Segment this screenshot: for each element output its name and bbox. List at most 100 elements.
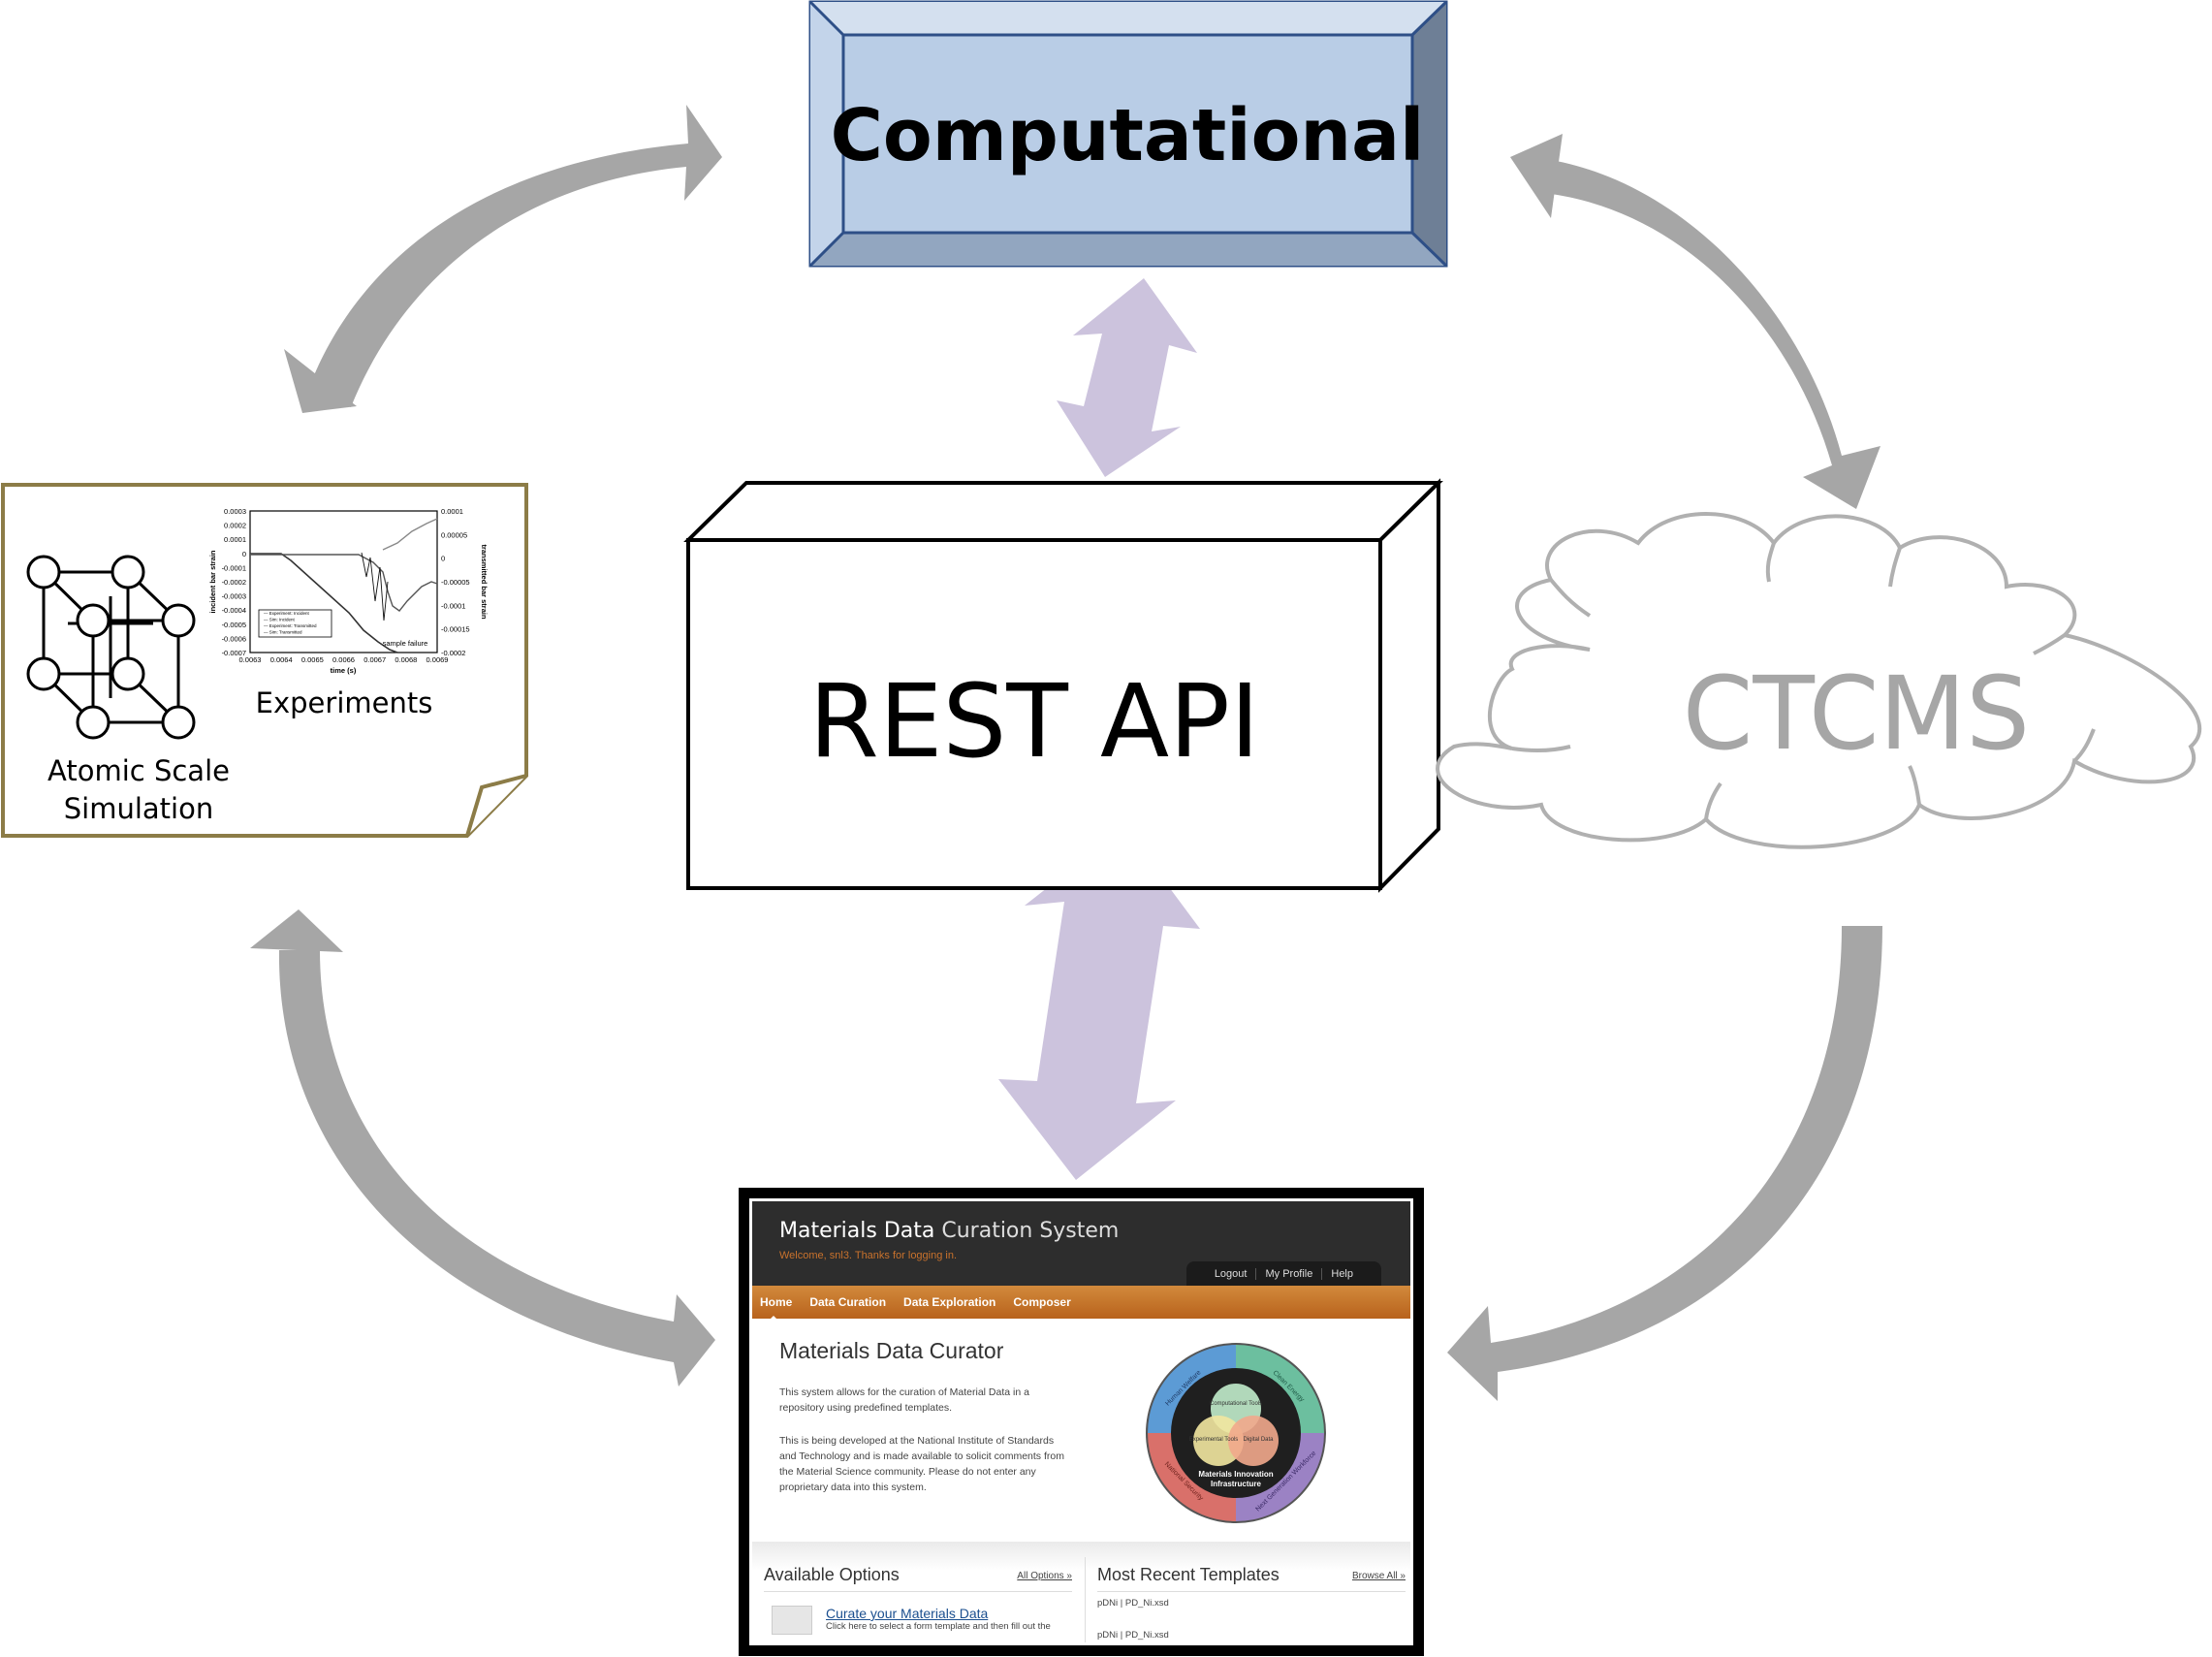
nav-data-exploration[interactable]: Data Exploration [903,1295,996,1309]
plot-x-tick: 0.0065 [301,655,324,664]
curate-icon [772,1606,812,1635]
plot-x-tick: 0.0067 [363,655,386,664]
plot-left-tick: -0.0005 [222,621,246,629]
templates-column: Most Recent Templates Browse All » pDNi … [1097,1565,1406,1641]
arrow-bottomleft [278,950,715,1386]
mdcs-page: Materials Data Curation System Welcome, … [749,1198,1413,1645]
bottom-section: Available Options All Options » Curate y… [752,1542,1410,1642]
arrow-topleft-head2 [284,349,357,413]
wheel-inner-0: Computational Tools [1210,1401,1262,1407]
browse-all-link[interactable]: Browse All » [1351,1571,1406,1581]
plot-right-tick: -0.00005 [441,578,470,587]
template-item-2[interactable]: pDNi | PD_Ni.xsd [1097,1630,1169,1641]
plot-legend-entry: — Sim: Incident [264,618,296,622]
plot-right-tick: -0.0002 [441,649,465,657]
plot-right-tick: -0.0001 [441,601,465,610]
arrow-topright [1551,160,1880,509]
plot-x-tick: 0.0068 [395,655,417,664]
plot-left-tick: -0.0007 [222,649,246,657]
atomic-label-2: Simulation [64,792,213,825]
plot-annotation: sample failure [383,639,428,648]
plot-legend-entry: — Sim: Transmitted [264,630,302,635]
experiments-label: Experiments [256,686,433,719]
nav-composer[interactable]: Composer [1013,1295,1071,1309]
nav-home[interactable]: Home [760,1295,793,1320]
plot-curve-noise [361,552,389,621]
plot-left-tick: -0.0004 [222,606,246,615]
arrow-bottomright [1447,926,1882,1401]
mdcs-title-bold: Materials Data [779,1219,935,1243]
lattice-icon [26,555,196,740]
mdcs-title: Materials Data Curation System [779,1219,1119,1243]
atomic-label-1: Atomic Scale [47,754,230,787]
curate-link[interactable]: Curate your Materials Data [826,1606,989,1621]
wheel-inner-2: Digital Data [1243,1437,1274,1443]
lilac-arrows [998,278,1200,1180]
strain-plot: 0.0003 0.0002 0.0001 0 -0.0001 -0.0002 -0.0003… [208,507,489,675]
plot-xlabel: time (s) [331,666,357,675]
plot-legend-entry: — Experiment: Incident [264,611,310,616]
plot-right-tick: -0.00015 [441,625,470,634]
templates-title: Most Recent Templates [1097,1565,1280,1584]
main-content: Materials Data Curator This system allow… [752,1319,1410,1542]
plot-right-tick: 0.00005 [441,530,467,539]
wheel-center-1: Materials Innovation [1198,1470,1273,1479]
plot-left-tick: -0.0006 [222,634,246,643]
template-item-1[interactable]: pDNi | PD_Ni.xsd [1097,1598,1169,1609]
plot-x-tick: 0.0064 [270,655,293,664]
grey-cycle-arrows [250,105,1882,1401]
plot-left-tick: -0.0002 [222,578,246,587]
all-options-link[interactable]: All Options » [1017,1571,1072,1581]
plot-ylabel-left: incident bar strain [208,550,217,613]
intro-para-1: This system allows for the curation of M… [779,1386,1029,1414]
wheel-center-2: Infrastructure [1211,1480,1262,1488]
arrow-rest-shot [998,827,1200,1180]
plot-left-tick: -0.0003 [222,592,246,601]
plot-ylabel-right: transmitted bar strain [480,544,489,620]
nav-data-curation[interactable]: Data Curation [809,1295,887,1309]
page-heading: Materials Data Curator [779,1338,1004,1363]
rest-api-label: REST API [808,662,1259,781]
plot-x-tick: 0.0069 [427,655,449,664]
computational-box: Computational [808,0,1448,268]
mdcs-header: Materials Data Curation System Welcome, … [752,1201,1410,1286]
intro-para-2: This is being developed at the National … [779,1435,1064,1493]
plot-x-tick: 0.0063 [239,655,262,664]
mdcs-screenshot: Materials Data Curation System Welcome, … [739,1188,1424,1656]
rest-api-box: REST API [683,478,1443,893]
mii-wheel: Computational Tools Experimental Tools D… [1146,1343,1326,1523]
computational-label: Computational [831,94,1425,177]
plot-left-tick: -0.0001 [222,563,246,572]
arrow-topleft [308,105,722,407]
plot-left-tick: 0.0001 [224,535,246,544]
options-column: Available Options All Options » Curate y… [764,1565,1072,1635]
plot-curve-transmitted [250,554,438,612]
options-title: Available Options [764,1565,900,1584]
plot-legend-entry: — Experiment: Transmitted [264,623,317,628]
ctcms-label: CTCMS [1683,654,2030,773]
experiments-document: Atomic Scale Simulation Experiments 0.00… [1,483,528,838]
help-link[interactable]: Help [1331,1267,1353,1280]
my-profile-link[interactable]: My Profile [1256,1267,1323,1280]
plot-left-tick: 0.0003 [224,507,246,516]
main-nav: Home Data Curation Data Exploration Comp… [752,1286,1410,1320]
wheel-inner-1: Experimental Tools [1189,1437,1239,1443]
arrow-topright-head2 [1510,134,1563,218]
mdcs-title-light: Curation System [941,1219,1120,1243]
plot-right-tick: 0 [441,555,445,563]
bottom-divider [1085,1557,1086,1642]
plot-left-tick: 0.0002 [224,522,246,530]
util-links: Logout My Profile Help [1185,1261,1381,1286]
plot-curve-incident [250,553,398,653]
curate-desc: Click here to select a form template and… [826,1621,1051,1632]
plot-x-tick: 0.0066 [332,655,355,664]
plot-right-tick: 0.0001 [441,507,463,516]
plot-left-tick: 0 [242,550,246,558]
arrow-bottomleft-head2 [250,909,343,952]
welcome-text: Welcome, snl3. Thanks for logging in. [779,1250,958,1261]
arrow-comp-rest [1057,278,1197,477]
ctcms-cloud: CTCMS [1436,512,2201,849]
plot-curve-rising [382,518,438,551]
logout-link[interactable]: Logout [1206,1267,1257,1280]
